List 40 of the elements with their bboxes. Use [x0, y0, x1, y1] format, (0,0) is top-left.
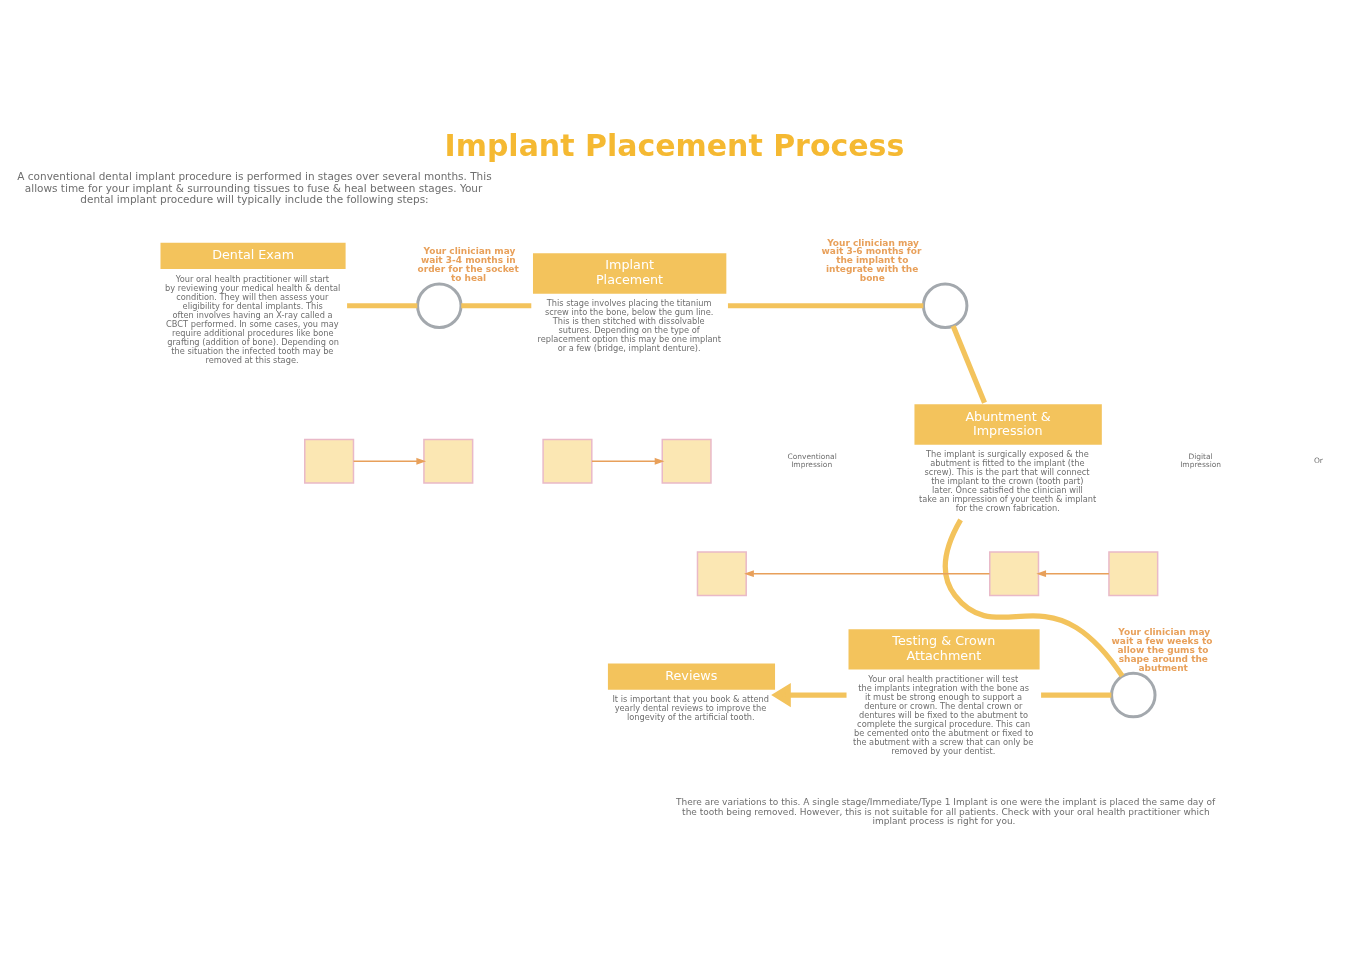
connector	[347, 303, 418, 309]
connector	[727, 303, 924, 309]
node-label: Your clinician may wait a few weeks to allow the gums to shape around the abutment	[1111, 626, 1213, 673]
label: Conventional Impression	[787, 452, 837, 470]
label: Digital Impression	[1180, 452, 1222, 470]
label: Or	[1313, 456, 1323, 466]
connector	[461, 303, 532, 309]
node-label: It is important that you book & attend yearly dental reviews to improve the longevity of the artificial tooth.	[612, 694, 770, 723]
connector	[950, 325, 987, 404]
node-box	[989, 551, 1040, 597]
caption: There are variations to this. A single stage/Immediate/Type 1 Implant is one were the implant is placed the same day of the tooth being removed. However, this is not suitable for all patients. Check with your oral health practitioner which implant process is right for you.	[676, 796, 1216, 827]
node-circle	[416, 282, 463, 329]
node-box: Implant Placement	[533, 253, 727, 294]
node-circle	[1110, 671, 1157, 719]
node-label: Your oral health practitioner will start by reviewing your medical health & dental condition. They will then assess your eligibility for dental implants. This often involves having an X-ray called a CBCT performed. In some cases, you may require additional procedures like bone grafting (addition of bone). Depending on the situation the infected tooth may be removed at this stage.	[164, 273, 341, 365]
node-label: Your clinician may wait 3-4 months in order for the socket to heal	[417, 246, 519, 284]
node-box: Reviews	[607, 663, 776, 690]
arrow	[1036, 570, 1110, 578]
node-box	[661, 438, 712, 484]
arrow	[352, 457, 427, 465]
node-box	[1108, 551, 1159, 597]
node-box	[423, 438, 474, 484]
node-box	[696, 551, 747, 597]
node-label: Your oral health practitioner will test the implants integration with the bone as it must be strong enough to support a denture or crown. The dental crown or dentures will be fixed to the abutment to complete the surgical procedure. This can be cemented onto the abutment or fixed to the abutment with a screw that can only be removed by your dentist.	[853, 674, 1034, 757]
node-label: Your clinician may wait 3-6 months for the implant to integrate with the bone	[821, 237, 922, 284]
arrow	[771, 683, 847, 708]
node-box	[542, 438, 593, 484]
node-label: The implant is surgically exposed & the abutment is fitted to the implant (the screw). This is the part that will connect the implant to the crown (tooth part) later. Once satisfied the clinician will take an impression of your teeth & implant for the crown fabrication.	[918, 449, 1097, 514]
node-circle	[921, 282, 969, 329]
connector	[942, 518, 1125, 678]
arrow	[744, 570, 991, 578]
label: A conventional dental implant procedure is performed in stages over several months. This allows time for your implant & surrounding tissues to fuse & heal between stages. Your dental implant procedure will typically include the following steps:	[17, 170, 492, 205]
node-box: Abuntment & Impression	[914, 404, 1102, 445]
node-box: Dental Exam	[160, 242, 346, 269]
node-box	[304, 438, 355, 484]
arrow	[591, 457, 665, 465]
node-box: Testing & Crown Attachment	[848, 629, 1040, 670]
node-label: This stage involves placing the titanium screw into the bone, below the gum line. This is then stitched with dissolvable sutures. Depending on the type of replacement option this may be one implant or a few (bridge, implant denture).	[537, 298, 722, 354]
connector	[1041, 692, 1112, 698]
diagram-title: Implant Placement Process	[444, 128, 905, 164]
